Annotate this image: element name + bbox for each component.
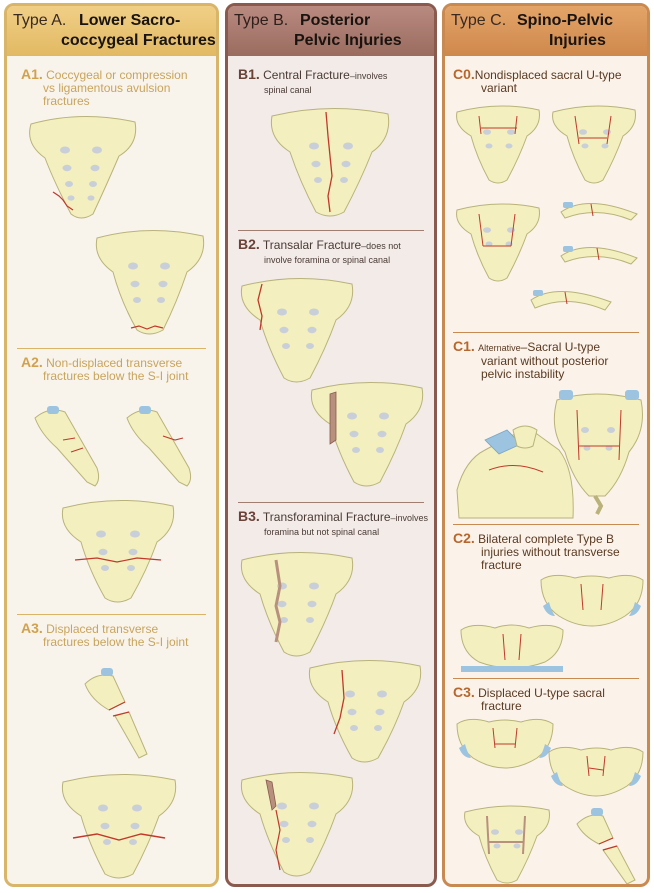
sacrum-a3-figure [57,772,181,882]
section-c3-line2: fracture [453,699,522,713]
section-b1-code: B1. [238,66,260,82]
sacrum-c0-figure-3 [453,202,543,284]
section-b2-label: B2. Transalar Fracture–does not involve … [238,238,401,267]
divider-c2 [453,678,639,679]
section-c1-line2: variant without posterior [453,354,608,368]
section-c0-line1: Nondisplaced sacral U-type [475,68,622,82]
section-a1-line2: vs ligamentous avulsion [21,81,170,95]
section-c0-label: C0.Nondisplaced sacral U-type variant [453,68,622,95]
sacrum-b3-figure-1 [236,550,358,660]
section-b2-line2: involve foramina or spinal canal [238,255,390,265]
section-a2-code: A2. [21,354,43,370]
sacrum-b1-figure [266,106,394,222]
section-a3-line1: Displaced transverse [46,622,158,636]
section-a3-line2: fractures below the S-I joint [21,635,188,649]
section-a2-label: A2. Non-displaced transverse fractures b… [21,356,188,383]
sacrum-b2-figure-1 [236,276,358,386]
sacrum-c0-lateral-2 [557,238,643,266]
section-a1-label: A1. Coccygeal or compression vs ligament… [21,68,188,108]
section-a2-line2: fractures below the S-I joint [21,369,188,383]
column-c-header: Type C. Spino-Pelvic Injuries [445,6,647,56]
column-c-title-line1: Spino-Pelvic [517,12,613,30]
section-b3-main: Transforaminal Fracture [263,510,391,524]
section-b3-label: B3. Transforaminal Fracture–involves for… [238,510,428,539]
pelvis-c3-figure-2 [547,742,645,798]
sacrum-a2-lateral-1 [27,398,107,490]
sacrum-c0-lateral-3 [527,282,617,312]
pelvis-c2-figure-2 [459,618,565,674]
sacrum-a2-figure [57,498,179,606]
sacrum-b3-figure-3 [236,770,358,882]
sacrum-c3-lateral [571,802,643,886]
section-c1-line1: –Sacral U-type [521,340,600,354]
section-b2-detail: –does not [361,241,401,251]
section-c0-code: C0. [453,66,475,82]
section-c3-line1: Displaced U-type sacral [478,686,605,700]
column-type-b: Type B. Posterior Pelvic Injuries B1. Ce… [225,3,437,887]
column-c-type-prefix: Type C. [451,12,506,30]
column-b-title-line2: Pelvic Injuries [294,32,402,50]
column-a-title-line2: coccygeal Fractures [61,32,216,50]
section-b3-detail: –involves [391,513,429,523]
section-c3-code: C3. [453,684,475,700]
sacrum-b2-figure-2 [306,380,428,492]
section-a2-line1: Non-displaced transverse [46,356,182,370]
section-b3-code: B3. [238,508,260,524]
section-b1-detail: –involves [350,71,388,81]
sacrum-a2-lateral-2 [119,398,199,490]
section-c2-line3: fracture [453,558,522,572]
section-c2-line2: injuries without transverse [453,545,620,559]
divider-a1 [17,348,206,349]
section-b2-code: B2. [238,236,260,252]
column-b-type-prefix: Type B. [234,12,288,30]
sacrum-c0-figure-1 [453,104,543,186]
sacrum-b3-figure-2 [304,658,426,766]
section-b2-main: Transalar Fracture [263,238,361,252]
divider-c1 [453,524,639,525]
divider-b1 [238,230,424,231]
section-c3-label: C3. Displaced U-type sacral fracture [453,686,605,713]
sacrum-a1-figure-2 [91,228,209,340]
section-b1-label: B1. Central Fracture–involves spinal can… [238,68,387,97]
section-b3-line2: foramina but not spinal canal [238,527,379,537]
column-c-title-line2: Injuries [549,32,606,50]
section-a3-label: A3. Displaced transverse fractures below… [21,622,188,649]
sacrum-c0-lateral-1 [557,194,643,222]
pelvis-c3-figure-1 [455,714,555,770]
column-a-title-line1: Lower Sacro- [79,12,180,30]
section-c1-code: C1. [453,338,475,354]
section-a1-line3: fractures [21,94,90,108]
section-a1-line1: Coccygeal or compression [46,68,187,82]
divider-a2 [17,614,206,615]
section-a3-code: A3. [21,620,43,636]
section-c1-label: C1. Alternative–Sacral U-type variant wi… [453,340,608,381]
section-c2-line1: Bilateral complete Type B [478,532,614,546]
column-b-title-line1: Posterior [300,12,370,30]
section-c1-line3: pelvic instability [453,367,564,381]
section-c0-line2: variant [453,81,517,95]
section-b1-main: Central Fracture [263,68,350,82]
column-b-header: Type B. Posterior Pelvic Injuries [228,6,434,56]
sacrum-c0-figure-2 [549,104,639,186]
column-a-type-prefix: Type A. [13,12,66,30]
divider-c0 [453,332,639,333]
sacrum-a1-figure-1 [23,114,141,224]
section-c2-code: C2. [453,530,475,546]
column-type-a: Type A. Lower Sacro- coccygeal Fractures… [4,3,219,887]
section-b1-line2: spinal canal [238,85,312,95]
column-a-header: Type A. Lower Sacro- coccygeal Fractures [7,6,216,56]
column-type-c: Type C. Spino-Pelvic Injuries C0.Nondisp… [442,3,650,887]
sacrum-c3-figure [461,804,553,886]
section-c2-label: C2. Bilateral complete Type B injuries w… [453,532,620,572]
divider-b2 [238,502,424,503]
section-c1-prefix: Alternative [478,343,521,353]
pelvis-c1-figure [455,390,650,520]
section-a1-code: A1. [21,66,43,82]
sacrum-a3-lateral [79,662,153,762]
